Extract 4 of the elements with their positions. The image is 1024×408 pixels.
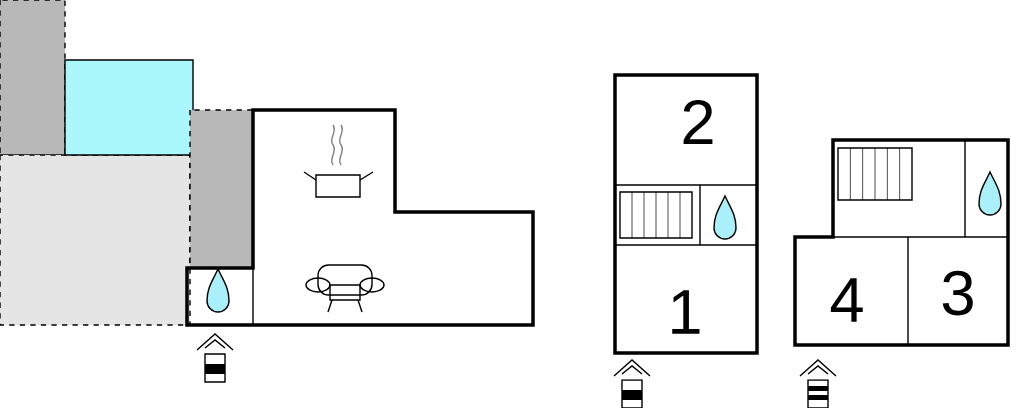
room-number: 4 [830,278,863,322]
room-number: 3 [942,270,973,316]
room-number: 1 [672,290,700,334]
room-number: 2 [683,99,713,145]
